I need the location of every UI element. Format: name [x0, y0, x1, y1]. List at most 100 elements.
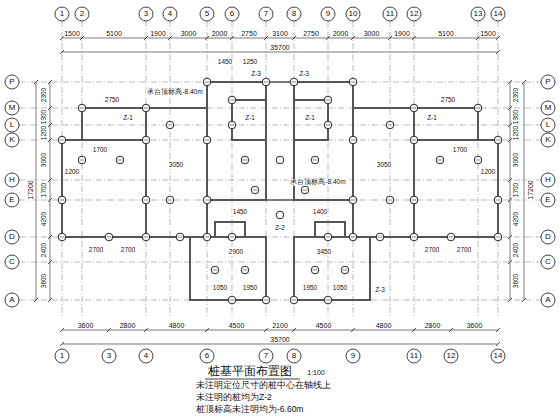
dimension-text: 5100 [437, 30, 455, 37]
dimension-text: 3000 [363, 30, 381, 37]
pile-center [243, 270, 248, 271]
axis-bubble [541, 118, 555, 132]
pile-center [351, 237, 356, 238]
axis-number: H [9, 176, 15, 184]
pile-circle [324, 296, 332, 304]
pile-center [496, 140, 501, 141]
dimension-tick [508, 178, 512, 182]
axis-number: C [9, 258, 15, 266]
dimension-tick [168, 36, 172, 40]
pile-center [60, 140, 65, 141]
axis-number: 9 [351, 352, 355, 360]
axis-bubble [200, 349, 214, 363]
dimension-tick [48, 80, 52, 84]
pile-center [118, 160, 123, 161]
dimension-text: 1200 [64, 169, 80, 176]
dimension-text: 1200 [480, 169, 496, 176]
dimension-line [524, 82, 525, 300]
pile-center [378, 237, 383, 238]
wall-outline [190, 237, 266, 300]
pile-center [213, 270, 218, 271]
axis-bubble [383, 7, 397, 21]
dimension-tick [60, 36, 64, 40]
axis-number: 7 [264, 352, 268, 360]
pile-circle [376, 233, 384, 241]
dimension-tick [34, 80, 38, 84]
pile-center [80, 160, 85, 161]
axis-number: D [9, 233, 15, 241]
pile-center [496, 237, 501, 238]
pile-circle [203, 136, 211, 144]
dimension-text: 2750 [240, 30, 258, 37]
axis-line [19, 180, 541, 181]
pile-circle [262, 296, 270, 304]
dimension-tick [326, 36, 330, 40]
pile-center [476, 108, 481, 109]
pile-circle [166, 196, 174, 204]
axis-number: L [546, 121, 550, 129]
axis-number: 1 [60, 352, 64, 360]
dimension-text: 3050 [168, 162, 184, 169]
axis-bubble [541, 101, 555, 115]
axis-bubble [287, 349, 301, 363]
pile-circle [311, 266, 319, 274]
pile-center [144, 108, 149, 109]
dimension-tick [48, 138, 52, 142]
dimension-text: 2800 [119, 322, 137, 329]
pile-circle [262, 78, 270, 86]
axis-bubble [321, 7, 335, 21]
dimension-text: 35700 [269, 336, 290, 343]
axis-number: 3 [107, 352, 111, 360]
axis-number: 10 [349, 10, 358, 18]
axis-bubble [541, 255, 555, 269]
dimension-tick [496, 36, 500, 40]
dimension-tick [48, 123, 52, 127]
pile-center [205, 140, 210, 141]
wall-outline [207, 82, 266, 200]
pile-circle [105, 233, 113, 241]
note-text: 未注明定位尺寸的桩中心在轴线上 [195, 381, 332, 390]
dimension-line [50, 82, 51, 300]
dimension-text: 2750 [302, 30, 320, 37]
pile-circle [142, 196, 150, 204]
dimension-text: 2300 [41, 87, 48, 103]
axis-bubble [5, 133, 19, 147]
dimension-text: 承台顶标高-8.40m [289, 179, 346, 186]
pile-center [107, 237, 112, 238]
dimension-tick [144, 36, 148, 40]
dimension-tick [48, 198, 52, 202]
dimension-text: 17200 [527, 179, 534, 200]
wall-outline [414, 140, 498, 237]
dimension-text: 2750 [440, 97, 456, 104]
axis-bubble [163, 7, 177, 21]
dimension-tick [351, 328, 355, 332]
axis-bubble [200, 7, 214, 21]
dimension-tick [496, 342, 500, 346]
pile-center [326, 300, 331, 301]
axis-number: 9 [326, 10, 330, 18]
pile-circle [276, 156, 284, 164]
pile-center [351, 140, 356, 141]
axis-bubble [5, 293, 19, 307]
pile-center [388, 200, 393, 201]
dimension-text: 3600 [77, 322, 95, 329]
axis-number: 6 [230, 10, 234, 18]
axis-line [232, 21, 233, 318]
pile-circle [203, 196, 211, 204]
dimension-text: 1700 [41, 182, 48, 198]
axis-bubble [139, 7, 153, 21]
axis-bubble [75, 7, 89, 21]
pile-circle [116, 156, 124, 164]
pile-type-callout: Z-1 [426, 115, 438, 122]
pile-circle [142, 136, 150, 144]
dimension-text: 1450 [217, 59, 233, 66]
dimension-tick [508, 298, 512, 302]
pile-center [351, 82, 356, 83]
dimension-tick [449, 328, 453, 332]
pile-center [496, 200, 501, 201]
pile-center [144, 140, 149, 141]
dimension-tick [496, 328, 500, 332]
dimension-tick [508, 260, 512, 264]
